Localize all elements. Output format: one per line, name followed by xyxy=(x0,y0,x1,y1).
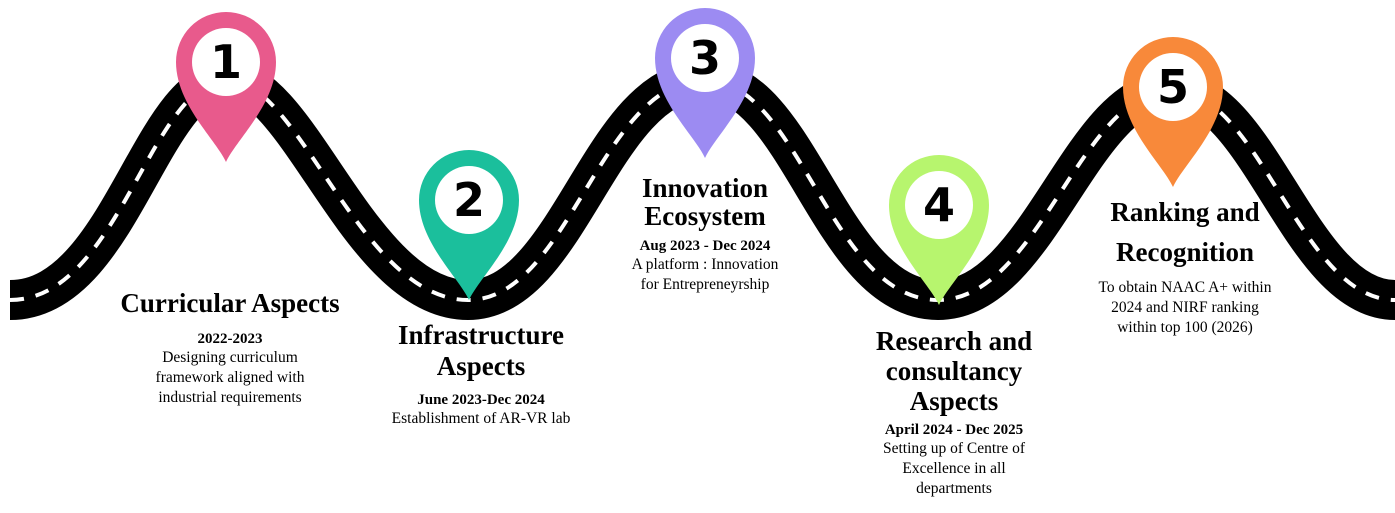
map-pin-icon: 3 xyxy=(655,8,755,158)
milestone-1-label: Curricular Aspects 2022-2023 Designing c… xyxy=(95,288,365,408)
title-line: Infrastructure xyxy=(398,320,564,350)
description-line: departments xyxy=(916,480,992,497)
milestone-date: 2022-2023 xyxy=(197,331,263,348)
title-line: Innovation xyxy=(641,173,769,203)
milestone-5-label: Ranking and Recognition To obtain NAAC A… xyxy=(1060,192,1310,338)
milestone-title: Infrastructure Aspects xyxy=(356,320,606,382)
title-line: Recognition xyxy=(1116,237,1254,267)
milestone-date: June 2023-Dec 2024 xyxy=(417,392,545,409)
map-pin-icon: 4 xyxy=(889,155,989,305)
description-line: Establishment of AR-VR lab xyxy=(391,410,571,428)
milestone-3-pin: 3 xyxy=(655,8,755,158)
description-line: To obtain NAAC A+ within xyxy=(1098,279,1272,296)
title-line: Aspects xyxy=(909,386,999,416)
milestone-1-pin: 1 xyxy=(176,12,276,162)
milestone-4-pin: 4 xyxy=(889,155,989,305)
milestone-description: Designing curriculum framework aligned w… xyxy=(95,348,365,408)
description-line: framework aligned with xyxy=(155,369,305,387)
description-line: A platform : Innovation xyxy=(631,256,779,273)
milestone-4-label: Research and consultancy Aspects April 2… xyxy=(834,326,1074,499)
description-line: Setting up of Centre of xyxy=(882,440,1026,457)
milestone-description: Establishment of AR-VR lab xyxy=(356,409,606,429)
title-line: Curricular Aspects xyxy=(120,288,340,318)
milestone-title: Research and consultancy Aspects xyxy=(834,326,1074,416)
description-line: 2024 and NIRF ranking xyxy=(1111,299,1259,316)
map-pin-icon: 1 xyxy=(176,12,276,162)
milestone-date: April 2024 - Dec 2025 xyxy=(884,422,1024,438)
milestone-title: Ranking and Recognition xyxy=(1060,192,1310,272)
milestone-2-pin: 2 xyxy=(419,150,519,300)
milestone-description: To obtain NAAC A+ within 2024 and NIRF r… xyxy=(1060,278,1310,338)
milestone-5-pin: 5 xyxy=(1123,37,1223,187)
milestone-2-label: Infrastructure Aspects June 2023-Dec 202… xyxy=(356,320,606,429)
title-line: Research and xyxy=(875,326,1033,356)
milestone-date: Aug 2023 - Dec 2024 xyxy=(639,238,771,254)
milestone-description: A platform : Innovation for Entrepreneyr… xyxy=(590,255,820,295)
milestone-number: 2 xyxy=(453,173,485,227)
milestone-description: Setting up of Centre of Excellence in al… xyxy=(834,439,1074,499)
map-pin-icon: 2 xyxy=(419,150,519,300)
title-line: Ranking and xyxy=(1110,197,1260,227)
description-line: within top 100 (2026) xyxy=(1117,319,1253,336)
title-line: Ecosystem xyxy=(644,201,766,231)
milestone-number: 1 xyxy=(210,35,242,89)
milestone-title: Curricular Aspects xyxy=(95,288,365,319)
title-line: Aspects xyxy=(436,351,526,382)
description-line: Designing curriculum xyxy=(162,349,298,367)
description-line: for Entrepreneyrship xyxy=(640,276,770,293)
milestone-number: 3 xyxy=(689,31,721,85)
milestone-number: 5 xyxy=(1157,60,1189,114)
milestone-3-label: Innovation Ecosystem Aug 2023 - Dec 2024… xyxy=(590,174,820,295)
map-pin-icon: 5 xyxy=(1123,37,1223,187)
title-line: consultancy xyxy=(885,356,1023,386)
description-line: Excellence in all xyxy=(902,460,1006,477)
milestone-number: 4 xyxy=(923,178,955,232)
milestone-title: Innovation Ecosystem xyxy=(590,174,820,230)
description-line: industrial requirements xyxy=(158,389,302,407)
